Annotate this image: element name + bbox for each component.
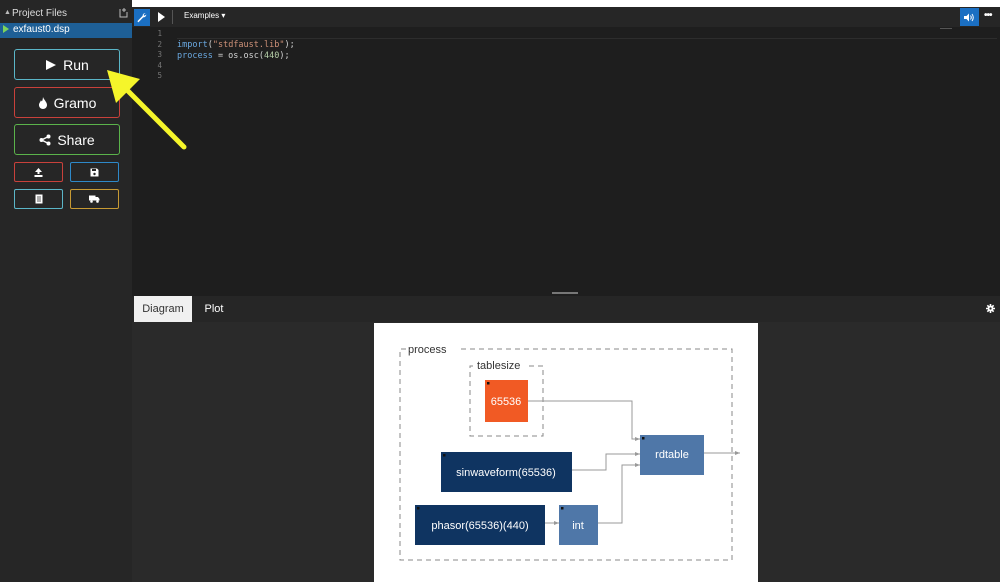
import-keyword: import (177, 40, 208, 50)
run-button-label: Run (63, 56, 89, 73)
wrench-button[interactable] (134, 9, 150, 26)
export-truck-button[interactable] (70, 189, 119, 209)
arrowhead (554, 521, 559, 525)
process-label: process (408, 344, 447, 356)
project-files-header[interactable]: ▲ Project Files (0, 7, 132, 22)
flame-icon (38, 96, 47, 109)
document-button[interactable] (14, 189, 63, 209)
document-icon (35, 194, 42, 204)
more-menu-icon[interactable]: ••• (984, 10, 992, 21)
line-number: 3 (157, 50, 162, 59)
box-phasor (415, 505, 545, 545)
window-bottom-edge (0, 582, 1000, 588)
diagram-panel: process tablesize 65536 (132, 322, 1000, 582)
truck-icon (89, 195, 100, 203)
tab-diagram[interactable]: Diagram (134, 296, 192, 322)
splitter-grip-icon[interactable] (552, 292, 578, 294)
tab-plot[interactable]: Plot (204, 303, 224, 315)
box-rdtable-label: rdtable (655, 449, 689, 461)
arrowhead (735, 451, 740, 455)
import-string: "stdfaust.lib" (212, 40, 285, 50)
speaker-icon (964, 13, 974, 21)
panel-splitter[interactable] (132, 290, 1000, 296)
gramo-button-label: Gramo (53, 94, 97, 111)
upload-icon (34, 167, 43, 177)
box-phasor-label: phasor(65536)(440) (431, 520, 528, 532)
share-button[interactable]: Share (14, 124, 120, 155)
upload-button[interactable] (14, 162, 63, 182)
share-icon (39, 134, 51, 145)
process-frame (399, 348, 733, 561)
process-keyword: process (177, 50, 213, 61)
box-65536 (485, 380, 528, 422)
output-tabbar: Diagram Plot (132, 296, 1000, 322)
block-diagram-svg: process tablesize 65536 (399, 344, 740, 561)
floppy-icon (90, 168, 99, 176)
arrowhead (635, 437, 640, 441)
code-line-import: import("stdfaust.lib"); (177, 40, 295, 50)
box-rdtable (640, 435, 704, 475)
wire-int-rdtable (598, 464, 640, 524)
run-button[interactable]: Run (14, 49, 120, 80)
arrowhead (635, 452, 640, 456)
line-number: 1 (157, 29, 162, 38)
toolbar-play-icon[interactable] (158, 12, 165, 22)
new-file-icon[interactable] (117, 7, 129, 19)
wire-65536-rdtable (528, 400, 640, 440)
line-number: 5 (157, 71, 162, 80)
sidebar: ▲ Project Files exfaust0.dsp Run Gramo S… (0, 0, 132, 588)
annotation-arrow-icon (107, 70, 187, 150)
file-item-exfaust0[interactable]: exfaust0.dsp (0, 23, 132, 38)
minimap-marker (940, 28, 952, 29)
block-diagram[interactable]: process tablesize 65536 (374, 323, 758, 582)
play-icon (46, 59, 57, 70)
box-int (559, 505, 598, 545)
collapse-triangle-icon[interactable]: ▲ (4, 9, 11, 16)
file-play-icon (3, 25, 9, 33)
toolbar-divider (172, 10, 173, 24)
line-number: 2 (157, 39, 162, 49)
box-sinwaveform (441, 452, 572, 492)
line-number: 4 (157, 60, 162, 70)
code-text[interactable]: import("stdfaust.lib");process = os.osc(… (177, 40, 295, 61)
editor-toolbar: Examples ▾ ••• (132, 7, 1000, 27)
wrench-icon (137, 12, 147, 22)
file-name: exfaust0.dsp (13, 24, 70, 35)
line-numbers: 1 2 3 4 5 (144, 29, 162, 82)
project-files-title: Project Files (12, 8, 68, 19)
code-editor[interactable]: 1 2 3 4 5 import("stdfaust.lib");process… (132, 27, 1000, 293)
tablesize-label: tablesize (477, 360, 520, 372)
gramo-button[interactable]: Gramo (14, 87, 120, 118)
tablesize-frame (469, 365, 544, 437)
current-line-highlight (177, 29, 997, 39)
gear-icon[interactable] (986, 304, 995, 313)
box-65536-label: 65536 (491, 396, 522, 408)
wire-sin-rdtable (572, 453, 640, 471)
examples-dropdown[interactable]: Examples ▾ (184, 11, 226, 20)
save-button[interactable] (70, 162, 119, 182)
arrowhead (635, 463, 640, 467)
frequency-number: 440 (264, 50, 280, 61)
box-sinwaveform-label: sinwaveform(65536) (456, 467, 556, 479)
code-line-process: process = os.osc(440); (177, 50, 290, 61)
box-int-label: int (572, 520, 584, 532)
share-button-label: Share (57, 131, 95, 148)
audio-toggle-button[interactable] (960, 8, 979, 26)
